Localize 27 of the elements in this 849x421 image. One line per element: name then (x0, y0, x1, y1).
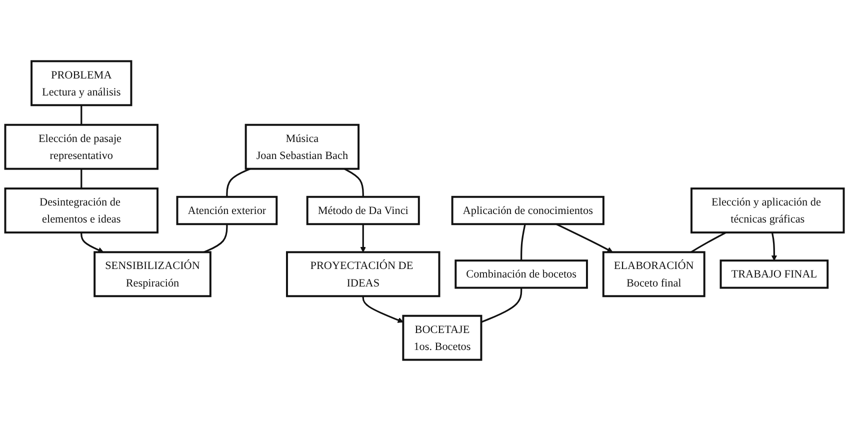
node-box: SENSIBILIZACIÓN Respiración (94, 251, 212, 298)
connector (344, 168, 364, 197)
node-box: Combinación de bocetos (454, 260, 588, 289)
connector (226, 168, 251, 197)
connector (80, 105, 82, 125)
connector (690, 232, 726, 253)
arrow (556, 223, 613, 252)
connector (520, 224, 526, 261)
connector (204, 224, 228, 253)
node-box: BOCETAJE 1os. Bocetos (402, 314, 482, 361)
node-box: TRABAJO FINAL (720, 260, 829, 289)
node-box: Elección y aplicación de técnicas gráficas (690, 188, 845, 234)
node-box: Desintegración de elementos e ideas (4, 188, 158, 234)
arrow (360, 224, 366, 252)
connector (480, 288, 522, 323)
node-box: Atención exterior (176, 196, 278, 226)
node-box: Método de Da Vinci (306, 196, 420, 226)
arrow (771, 232, 778, 261)
arrow (80, 232, 104, 253)
node-box: Aplicación de conocimientos (451, 196, 604, 226)
node-box: Música Joan Sebastian Bach (244, 124, 360, 170)
node-box: PROBLEMA Lectura y análisis (30, 60, 132, 106)
node-box: ELABORACIÓN Boceto final (602, 251, 706, 298)
node-box: Elección de pasaje representativo (4, 124, 158, 170)
node-box: PROYECTACIÓN DE IDEAS (286, 251, 440, 298)
arrow (362, 296, 404, 323)
connector (80, 168, 82, 189)
